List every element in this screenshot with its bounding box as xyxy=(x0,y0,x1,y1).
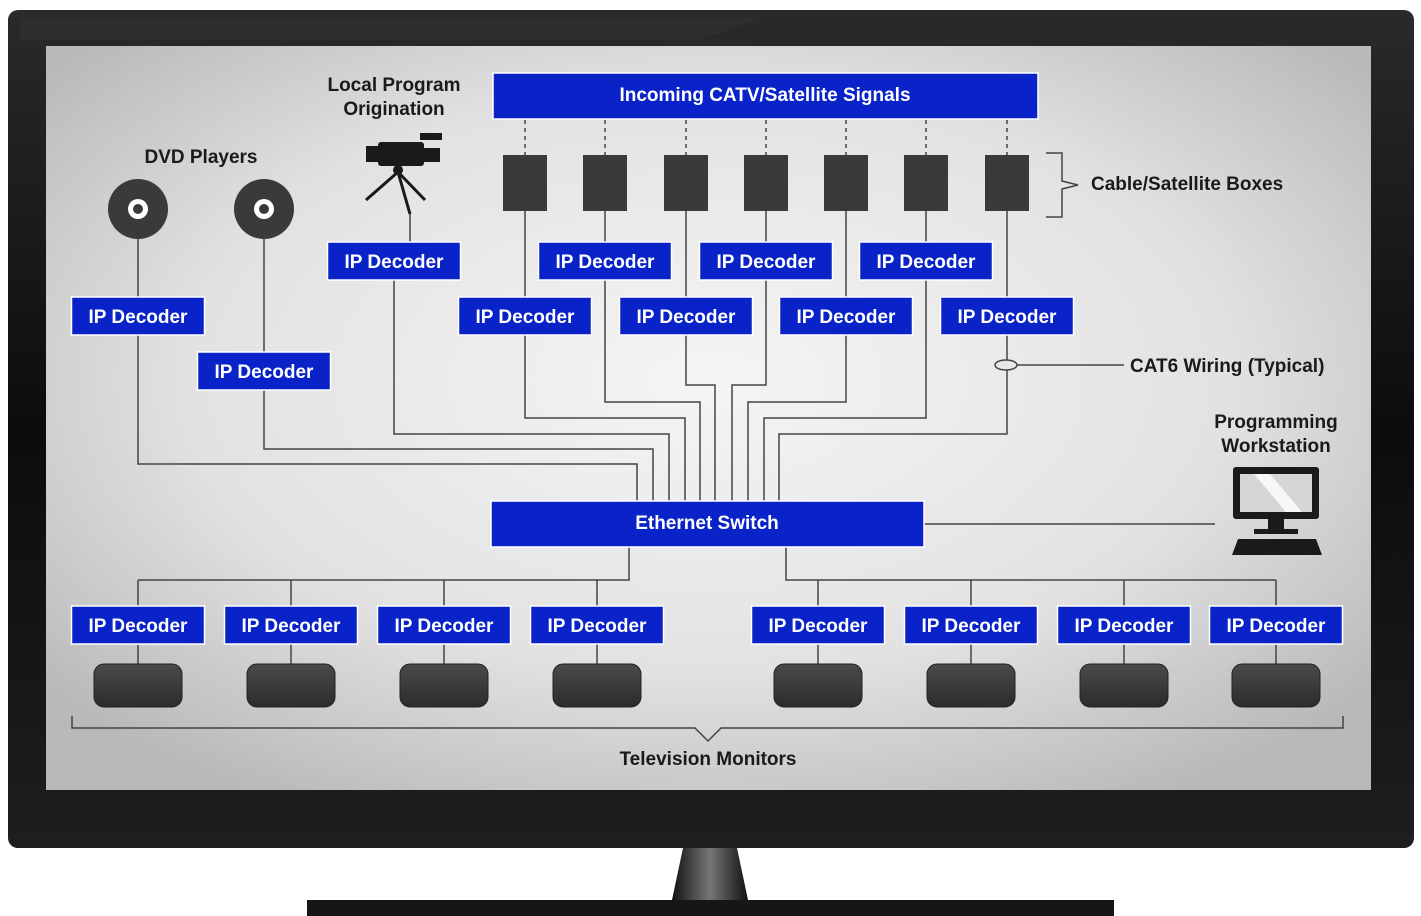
local-program-label-line2: Origination xyxy=(343,99,444,120)
source-ip-decoder xyxy=(326,241,462,281)
local-program-label-line1: Local Program xyxy=(327,75,460,96)
display-ip-decoder xyxy=(903,605,1039,645)
cat6-line xyxy=(604,280,701,501)
cable-satellite-boxes xyxy=(503,155,1029,211)
cable-satellite-box xyxy=(583,155,627,211)
ethernet-switch: Ethernet Switch xyxy=(490,500,925,548)
workstation-label-line2: Workstation xyxy=(1221,436,1330,457)
source-ip-decoder xyxy=(618,296,754,336)
cat6-line xyxy=(137,335,638,501)
ip-decoder-label: IP Decoder xyxy=(89,307,189,328)
television-monitor xyxy=(926,663,1016,708)
source-ip-decoder xyxy=(457,296,593,336)
television-monitor xyxy=(552,663,642,708)
cat6-line xyxy=(685,335,716,501)
television-monitor xyxy=(773,663,863,708)
source-ip-decoder xyxy=(537,241,673,281)
cat6-line xyxy=(763,280,927,501)
ethernet-switch-label: Ethernet Switch xyxy=(635,513,779,534)
cat6-line xyxy=(393,280,670,501)
video-camera-icon xyxy=(365,133,442,215)
television-monitors-label: Television Monitors xyxy=(619,749,796,770)
cable-boxes-brace: Cable/Satellite Boxes xyxy=(1046,152,1283,218)
incoming-signals-bar: Incoming CATV/Satellite Signals xyxy=(492,72,1039,120)
television-monitor xyxy=(1079,663,1169,708)
source-ip-decoder xyxy=(698,241,834,281)
workstation-label-line1: Programming xyxy=(1214,412,1338,433)
programming-workstation: Programming Workstation xyxy=(1214,412,1338,555)
dvd-players-label: DVD Players xyxy=(144,147,257,168)
ip-decoder-label: IP Decoder xyxy=(1227,616,1327,637)
television-monitors-brace: Television Monitors xyxy=(71,716,1344,770)
ip-decoder-label: IP Decoder xyxy=(877,252,977,273)
display-ip-decoder xyxy=(529,605,665,645)
tv-stand-neck xyxy=(672,848,748,900)
display-ip-decoder xyxy=(1056,605,1192,645)
cat6-line xyxy=(263,390,654,501)
ip-decoder-label: IP Decoder xyxy=(958,307,1058,328)
ip-decoder-label: IP Decoder xyxy=(395,616,495,637)
ip-decoder-label: IP Decoder xyxy=(476,307,576,328)
cat6-callout: CAT6 Wiring (Typical) xyxy=(994,356,1324,377)
television-frame xyxy=(8,10,1414,916)
cable-satellite-box xyxy=(744,155,788,211)
computer-icon xyxy=(1232,467,1322,555)
ip-decoder-label: IP Decoder xyxy=(717,252,817,273)
cat6-line xyxy=(747,335,847,501)
television-monitor xyxy=(1231,663,1321,708)
cat6-line xyxy=(778,335,1008,501)
cat6-wiring-lines xyxy=(137,120,1277,664)
display-ip-decoder xyxy=(223,605,359,645)
television-monitor xyxy=(246,663,336,708)
source-ip-decoder xyxy=(70,296,206,336)
cable-boxes-label: Cable/Satellite Boxes xyxy=(1091,174,1283,195)
ip-decoder-label: IP Decoder xyxy=(215,362,315,383)
source-ip-decoder xyxy=(939,296,1075,336)
ip-decoder-label: IP Decoder xyxy=(797,307,897,328)
cable-satellite-box xyxy=(985,155,1029,211)
display-ip-decoder xyxy=(70,605,206,645)
source-ip-decoder xyxy=(858,241,994,281)
ip-decoder-label: IP Decoder xyxy=(548,616,648,637)
tv-stand-base xyxy=(307,900,1114,916)
television-monitor xyxy=(93,663,183,708)
cat6-wiring-label: CAT6 Wiring (Typical) xyxy=(1130,356,1324,377)
tv-bezel-highlight xyxy=(20,18,760,40)
incoming-signals-label: Incoming CATV/Satellite Signals xyxy=(619,85,910,106)
cat6-line xyxy=(524,335,686,501)
ip-decoder-label: IP Decoder xyxy=(922,616,1022,637)
cable-satellite-box xyxy=(824,155,868,211)
source-ip-decoder xyxy=(778,296,914,336)
local-program-origination: Local Program Origination xyxy=(327,75,461,215)
ip-decoders: IP Decoder IP Decoder IP Decoder IP Decoder… xyxy=(70,241,1344,645)
ip-decoder-label: IP Decoder xyxy=(89,616,189,637)
display-ip-decoder xyxy=(1208,605,1344,645)
dvd-players: DVD Players xyxy=(108,147,294,239)
cat6-line xyxy=(731,280,767,501)
ip-decoder-label: IP Decoder xyxy=(769,616,869,637)
ip-decoder-label: IP Decoder xyxy=(637,307,737,328)
cable-satellite-box xyxy=(664,155,708,211)
display-ip-decoder xyxy=(750,605,886,645)
cat6-line xyxy=(785,547,1276,581)
cat6-line xyxy=(138,547,630,581)
television-monitor xyxy=(399,663,489,708)
ip-decoder-label: IP Decoder xyxy=(1075,616,1175,637)
cable-satellite-box xyxy=(904,155,948,211)
ip-decoder-label: IP Decoder xyxy=(242,616,342,637)
television-monitors xyxy=(93,663,1321,708)
dvd-disc-icon xyxy=(234,179,294,239)
ip-decoder-label: IP Decoder xyxy=(345,252,445,273)
cable-satellite-box xyxy=(503,155,547,211)
dvd-disc-icon xyxy=(108,179,168,239)
display-ip-decoder xyxy=(376,605,512,645)
ip-decoder-label: IP Decoder xyxy=(556,252,656,273)
source-ip-decoder xyxy=(196,351,332,391)
